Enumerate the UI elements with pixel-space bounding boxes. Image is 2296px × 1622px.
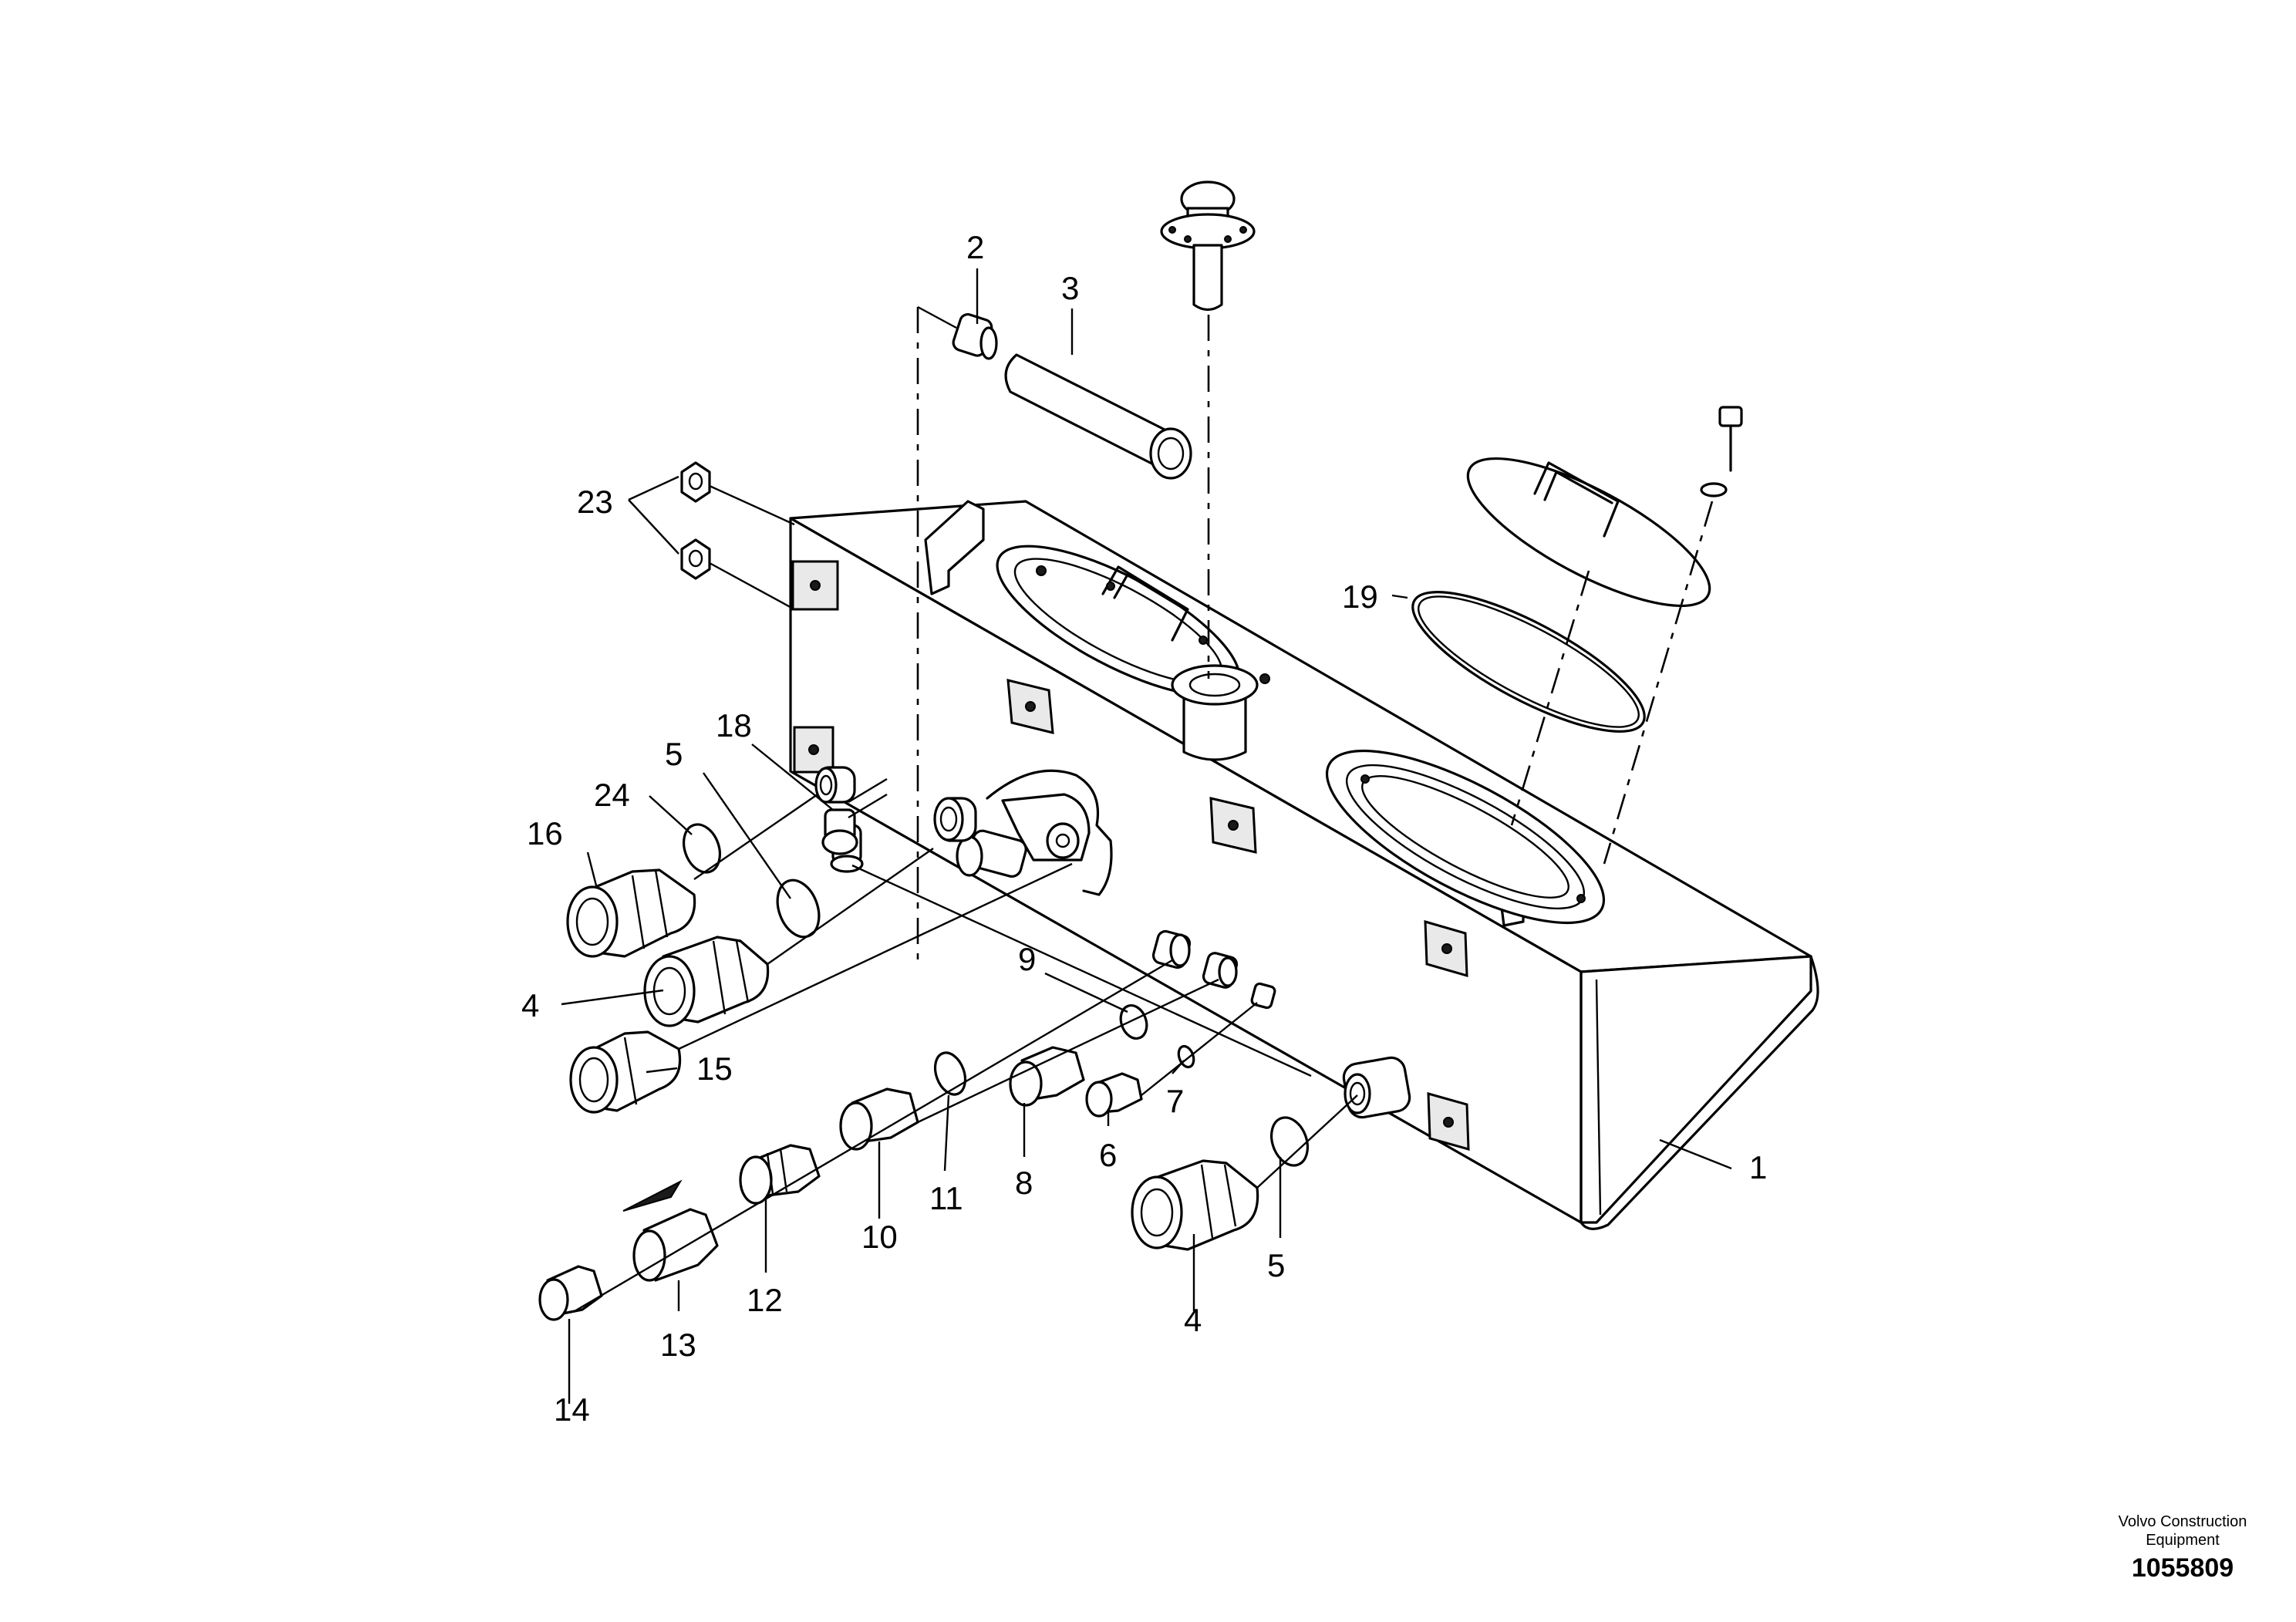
callout-5-lower: 5 (1267, 1247, 1285, 1283)
callout-2: 2 (966, 229, 984, 265)
callout-numbers: 1 2 3 4 4 5 5 6 7 8 9 10 11 12 13 14 15 … (521, 229, 1767, 1428)
callout-15: 15 (696, 1050, 733, 1087)
brand-line-2: Equipment (2146, 1532, 2220, 1549)
callout-1: 1 (1749, 1149, 1767, 1185)
tank-body (789, 500, 1819, 1230)
callout-8: 8 (1015, 1165, 1033, 1201)
assembly-lines (574, 305, 1714, 1313)
callout-19: 19 (1342, 578, 1378, 615)
callout-12: 12 (747, 1282, 783, 1318)
callout-6: 6 (1099, 1137, 1117, 1173)
callout-23: 23 (577, 484, 613, 520)
callout-leaders (561, 268, 1732, 1404)
callout-7: 7 (1166, 1083, 1184, 1119)
callout-4-upper: 4 (521, 987, 539, 1023)
callout-16: 16 (527, 815, 563, 851)
callout-3: 3 (1061, 270, 1079, 306)
callout-24: 24 (594, 777, 630, 813)
callout-14: 14 (554, 1391, 590, 1428)
document-number: 1055809 (2131, 1553, 2234, 1583)
callout-4-lower: 4 (1184, 1302, 1202, 1338)
callout-11: 11 (929, 1180, 963, 1216)
callout-18: 18 (716, 707, 752, 744)
callout-10: 10 (861, 1219, 898, 1255)
callout-5-upper: 5 (665, 736, 683, 772)
brand-line-1: Volvo Construction (2118, 1513, 2247, 1530)
callout-13: 13 (660, 1327, 696, 1363)
callout-9: 9 (1018, 941, 1036, 977)
exploded-parts (538, 180, 1743, 1321)
